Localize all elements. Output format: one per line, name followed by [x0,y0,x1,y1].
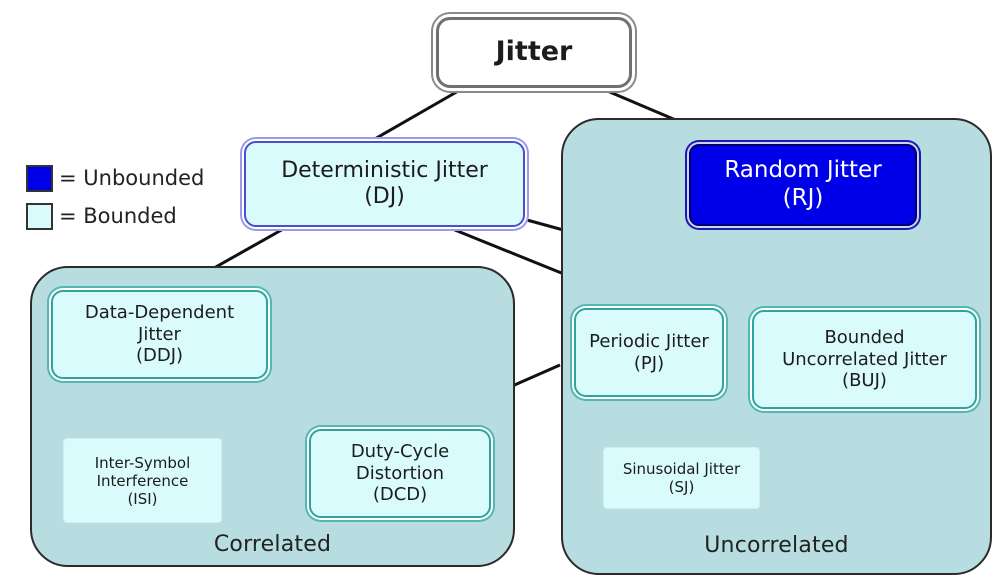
node-deterministic-jitter: Deterministic Jitter (DJ) [244,141,525,227]
node-random-jitter: Random Jitter (RJ) [689,144,917,226]
node-dcd-line-2: Distortion [355,462,445,484]
edge-jitter-dj [372,88,461,142]
node-isi-line-2: Interference [96,471,189,490]
node-rj-line-2: (RJ) [782,185,824,211]
group-label-correlated: Correlated [213,532,332,557]
node-duty-cycle-distortion: Duty-Cycle Distortion (DCD) [309,429,491,518]
unbounded-swatch-icon [26,164,53,192]
legend-item-bounded: = Bounded [26,199,226,233]
node-ddj-line-3: (DDJ) [135,345,184,367]
node-periodic-jitter: Periodic Jitter (PJ) [574,308,724,397]
node-sj-line-2: (SJ) [668,478,695,496]
node-dcd-line-1: Duty-Cycle [350,441,450,463]
node-buj-line-3: (BUJ) [842,370,887,392]
node-data-dependent-jitter: Data-Dependent Jitter (DDJ) [51,290,268,379]
group-label-uncorrelated: Uncorrelated [704,533,849,558]
node-dcd-line-3: (DCD) [372,484,428,506]
node-dj-line-2: (DJ) [364,184,405,209]
node-sj-line-1: Sinusoidal Jitter [622,460,741,478]
node-isi-line-1: Inter-Symbol [94,453,191,472]
legend-item-unbounded: = Unbounded [26,161,226,195]
node-buj-line-2: Uncorrelated Jitter [782,348,947,370]
node-ddj-line-2: Jitter [138,323,181,345]
legend-label-unbounded: = Unbounded [59,166,205,190]
node-pj-line-2: (PJ) [633,352,665,374]
node-inter-symbol-interference: Inter-Symbol Interference (ISI) [63,438,222,523]
legend-label-bounded: = Bounded [59,204,177,228]
node-ddj-line-1: Data-Dependent [84,302,235,324]
node-dj-line-1: Deterministic Jitter [281,157,488,183]
node-pj-line-1: Periodic Jitter [589,330,709,352]
legend: = Unbounded = Bounded [26,161,226,233]
node-bounded-uncorrelated-jitter: Bounded Uncorrelated Jitter (BUJ) [752,310,977,409]
node-buj-line-1: Bounded [824,327,905,349]
node-sinusoidal-jitter: Sinusoidal Jitter (SJ) [603,447,760,509]
bounded-swatch-icon [26,202,53,230]
node-isi-line-3: (ISI) [127,489,158,508]
node-jitter-line-1: Jitter [495,36,573,68]
node-rj-line-1: Random Jitter [724,157,882,184]
node-jitter: Jitter [436,17,632,88]
